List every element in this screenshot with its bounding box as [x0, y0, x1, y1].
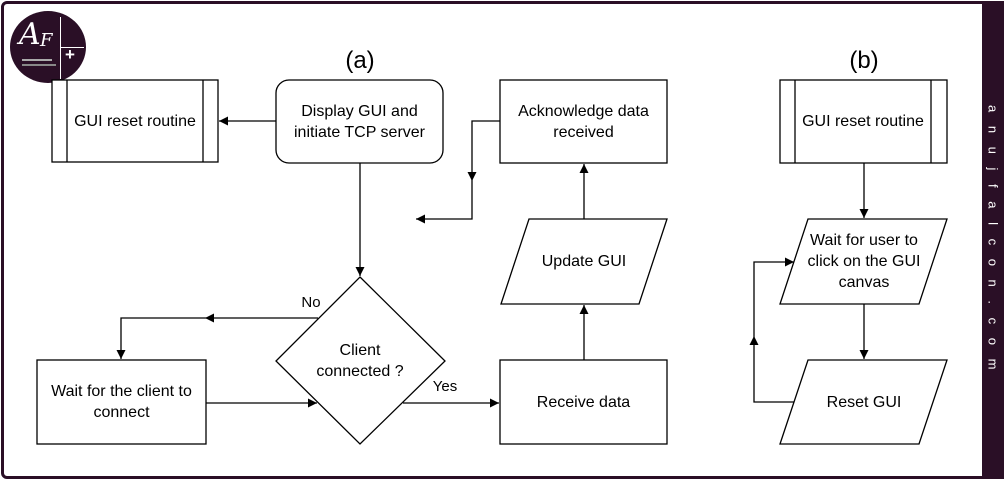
edge-label-yes: Yes: [432, 377, 458, 395]
logo-letter-f: F: [40, 30, 53, 51]
arrow-loop-up: [749, 336, 794, 403]
wait-client-label: Wait for the client to connect: [51, 383, 192, 421]
display-gui-label: Display GUI and initiate TCP server: [293, 102, 425, 141]
reset-gui-box: [779, 359, 948, 445]
logo-divider: [60, 17, 61, 79]
client-connected-label: Client connected ?: [316, 342, 404, 380]
arrow-no-down: [116, 317, 205, 359]
wait-user-box: [779, 218, 948, 305]
wait-client-box: [36, 359, 207, 445]
gui-reset-label-b: GUI reset routine: [802, 113, 924, 130]
acknowledge-box: [499, 79, 668, 164]
logo-divider-horizontal: [60, 47, 84, 48]
receive-data-label: Receive data: [536, 393, 631, 411]
side-bar: [982, 1, 1004, 479]
update-gui-box: [500, 218, 668, 305]
side-watermark-text: a n u j f a l c o n . c o m: [985, 105, 1001, 375]
receive-data-box: [499, 359, 668, 445]
acknowledge-label: Acknowledge data received: [518, 102, 649, 141]
af-logo: A F +: [10, 11, 86, 83]
arrow-ack-return: [416, 181, 473, 224]
gui-reset-box-a: [51, 79, 219, 163]
update-gui-label: Update GUI: [541, 253, 627, 270]
logo-plus: +: [65, 45, 75, 64]
side-watermark: a n u j f a l c o n . c o m: [982, 1, 1004, 479]
logo-subtitle-mark-2: [22, 64, 56, 66]
client-connected-diamond: [275, 276, 446, 445]
caption-b: (b): [849, 46, 879, 74]
gui-reset-label-a: GUI reset routine: [74, 112, 196, 130]
arrow-loop-right: [753, 257, 794, 336]
caption-a: (a): [345, 46, 375, 74]
reset-gui-label: Reset GUI: [826, 393, 902, 411]
edge-label-no: No: [301, 293, 321, 311]
arrow-ack-down: [467, 120, 500, 181]
gui-reset-box-b: [779, 79, 948, 164]
logo-letter-a: A: [19, 17, 41, 52]
logo-subtitle-mark: [22, 59, 52, 61]
wait-user-label: Wait for user to click on the GUI canvas: [807, 232, 921, 291]
